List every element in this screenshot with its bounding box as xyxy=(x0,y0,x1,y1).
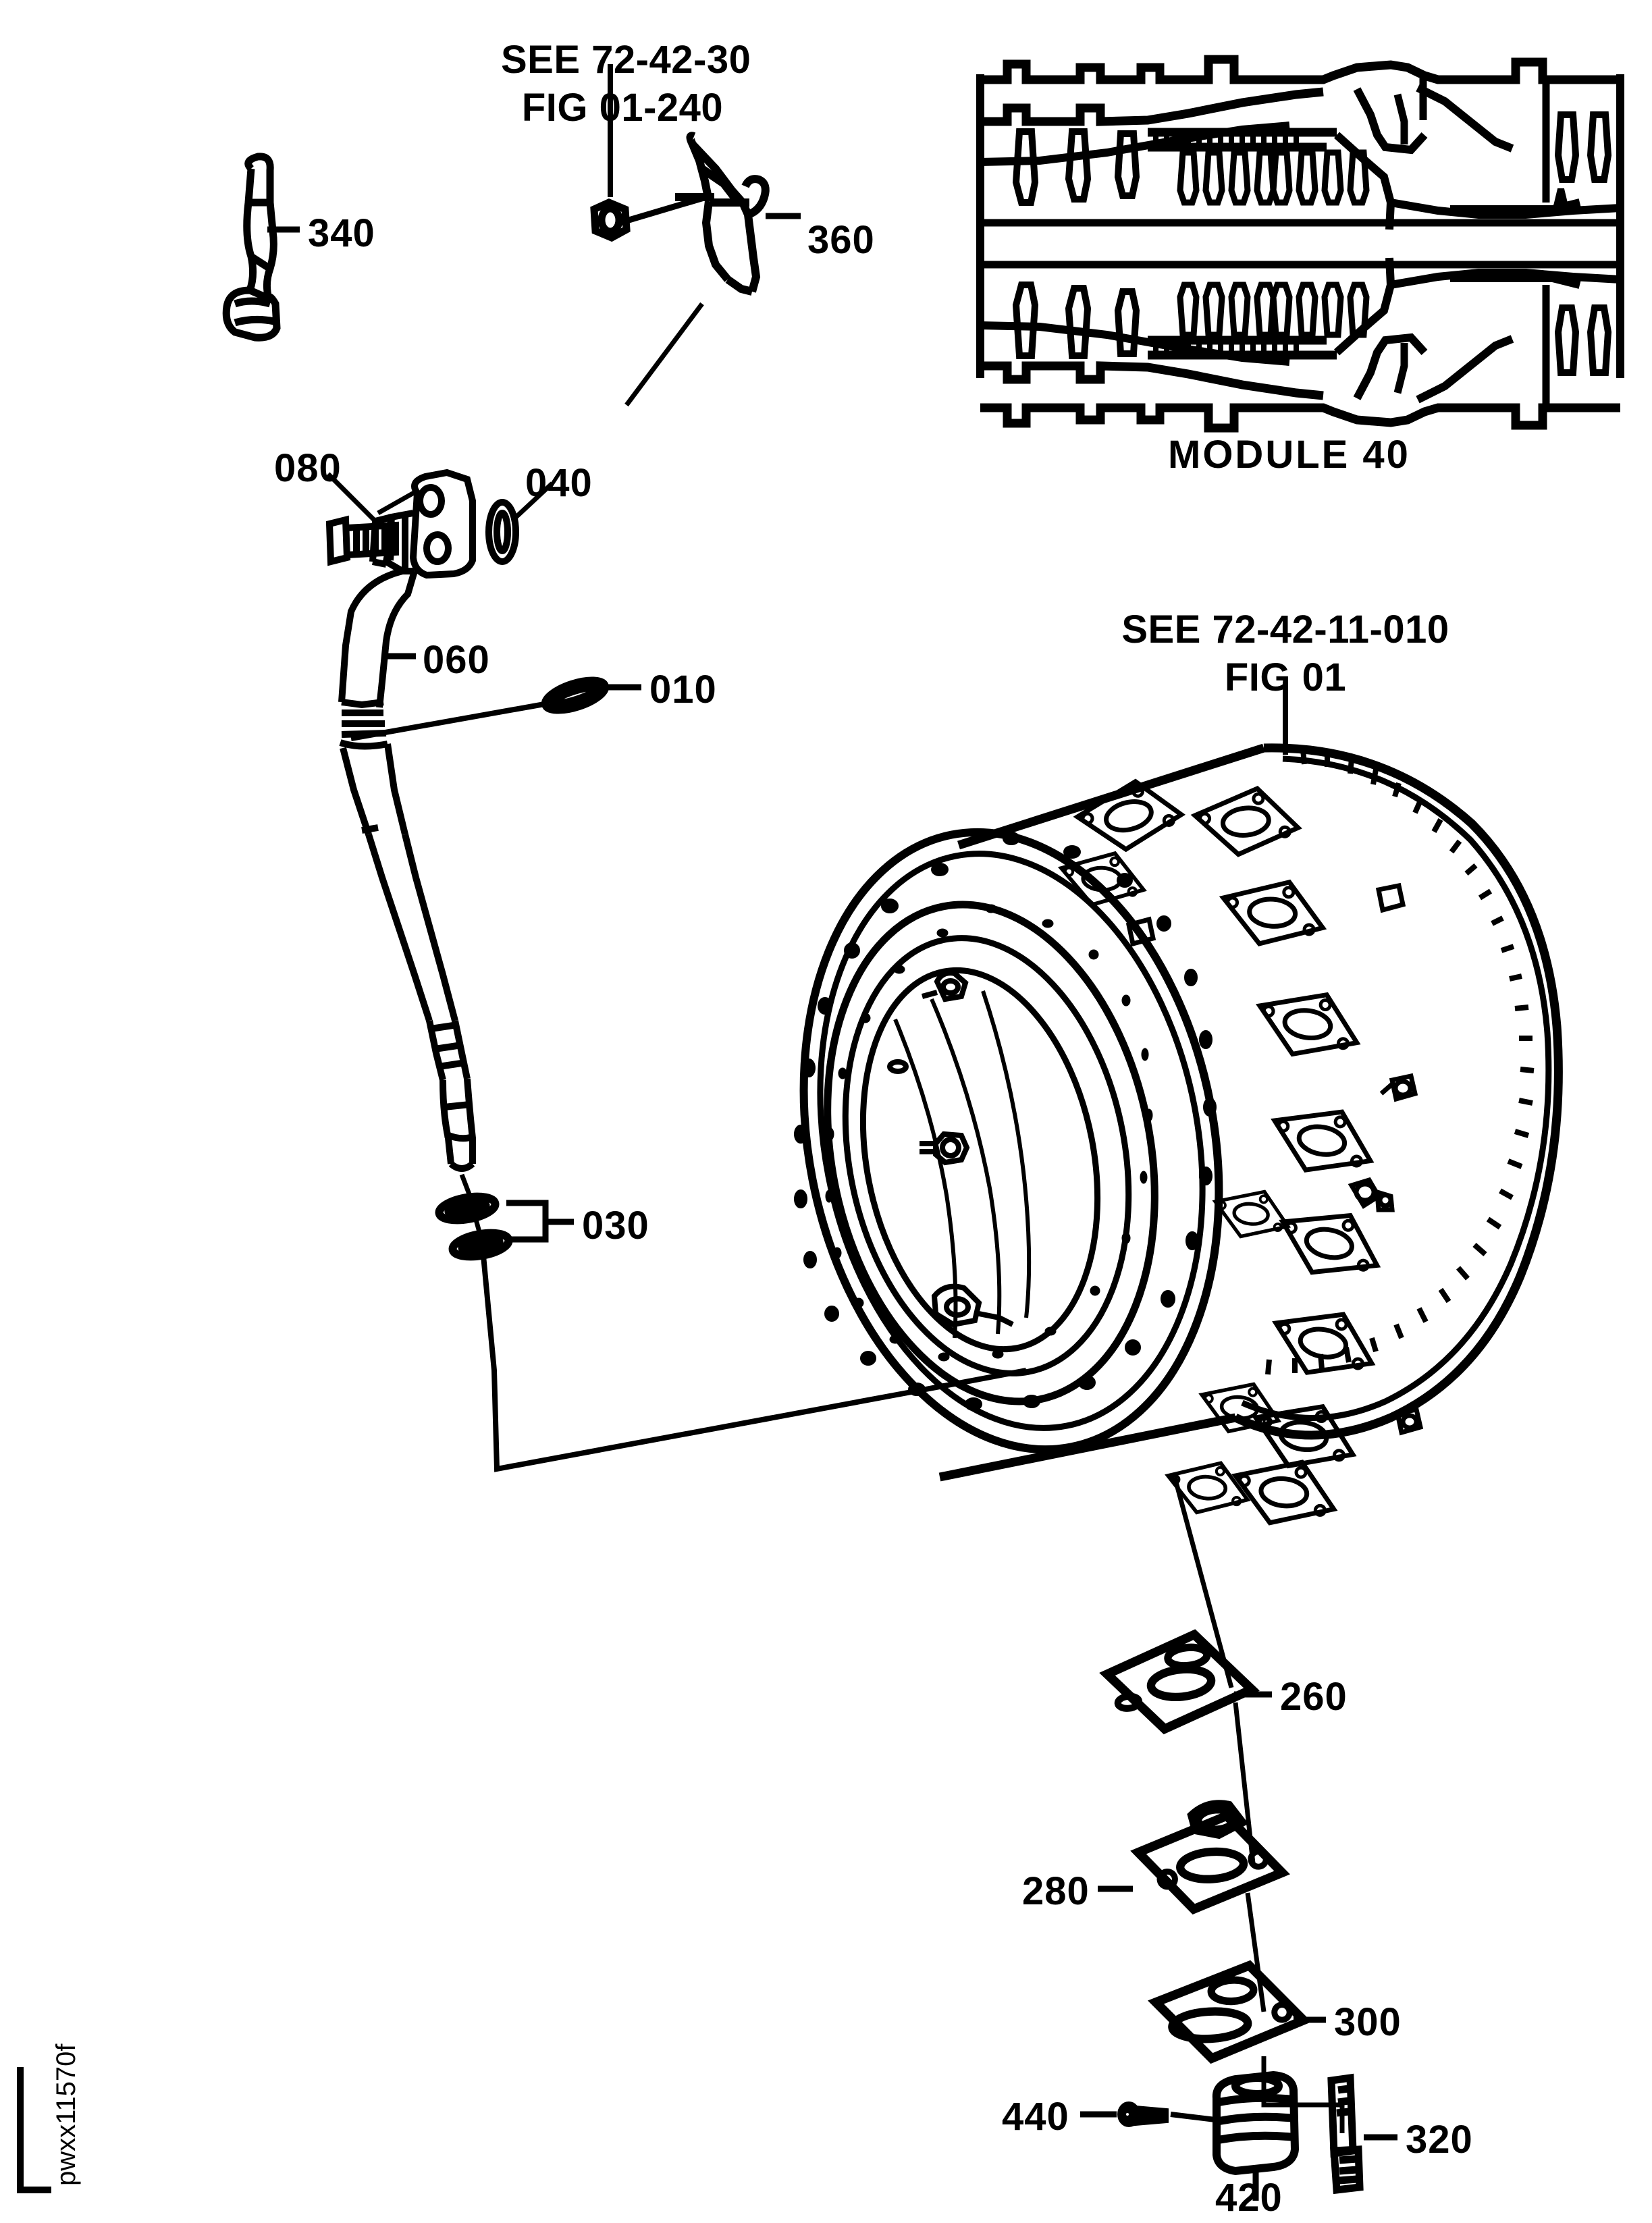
leader-flange xyxy=(377,487,420,516)
tube-bracket-340 xyxy=(222,153,281,342)
callout-300: 300 xyxy=(1334,2000,1402,2044)
leader-280-to-300 xyxy=(1245,1892,1267,2012)
reference-line-1: SEE 72‑42‑30 xyxy=(501,38,751,82)
callout-040: 040 xyxy=(525,461,593,505)
leader-case-to-260 xyxy=(1172,1476,1234,1688)
figure-id-watermark: pwxx11570f xyxy=(51,2043,81,2186)
leader-030-link xyxy=(471,1212,483,1237)
threaded-insert-420 xyxy=(1212,2070,1300,2176)
callout-280: 280 xyxy=(1022,1869,1090,1913)
callout-080: 080 xyxy=(274,446,342,490)
callout-420: 420 xyxy=(1215,2176,1283,2220)
packing-010 xyxy=(541,676,610,714)
clamp-bracket-360 xyxy=(675,132,770,296)
leader-040 xyxy=(511,481,554,522)
callout-320: 320 xyxy=(1406,2118,1473,2162)
module-label: MODULE 40 xyxy=(1168,433,1410,477)
callout-010: 010 xyxy=(649,668,717,712)
mount-pad-260 xyxy=(1099,1629,1260,1735)
callout-030: 030 xyxy=(582,1204,649,1248)
reference-case-line-2: FIG 01 xyxy=(1224,655,1347,699)
callout-340: 340 xyxy=(308,211,375,255)
leader-030-to-case xyxy=(481,1255,1027,1472)
bolt-stud-320 xyxy=(1327,2073,1364,2195)
leader-010-to-tube xyxy=(350,701,549,741)
sheet-corner-mark xyxy=(17,2067,51,2193)
leader-030-tube xyxy=(459,1173,475,1204)
leader-080 xyxy=(326,472,377,523)
leader-nut xyxy=(618,194,708,226)
diffuser-case-drum xyxy=(794,743,1563,1529)
locking-pin-440 xyxy=(1117,2101,1169,2127)
reference-line-2: FIG 01‑240 xyxy=(521,85,724,130)
mount-pad-280 xyxy=(1130,1800,1290,1915)
callout-260: 260 xyxy=(1280,1675,1348,1719)
packing-030-pair xyxy=(435,1192,513,1261)
mount-pad-300 xyxy=(1148,1960,1312,2064)
reference-case-line-1: SEE 72‑42‑11‑010 xyxy=(1121,608,1449,651)
leader-440-to-420 xyxy=(1170,2112,1216,2122)
callout-060: 060 xyxy=(423,638,490,682)
callout-440: 440 xyxy=(1002,2095,1069,2139)
bracket-030 xyxy=(506,1200,549,1243)
leader-360-to-flange xyxy=(624,302,704,407)
engine-cross-section-diagram xyxy=(976,55,1624,433)
reference-note-top-left: SEE 72‑42‑30 FIG 01‑240 xyxy=(501,36,751,132)
air-tube-assembly xyxy=(325,468,519,1172)
callout-360: 360 xyxy=(807,218,875,262)
reference-note-case: SEE 72‑42‑11‑010 FIG 01 xyxy=(1113,606,1458,702)
